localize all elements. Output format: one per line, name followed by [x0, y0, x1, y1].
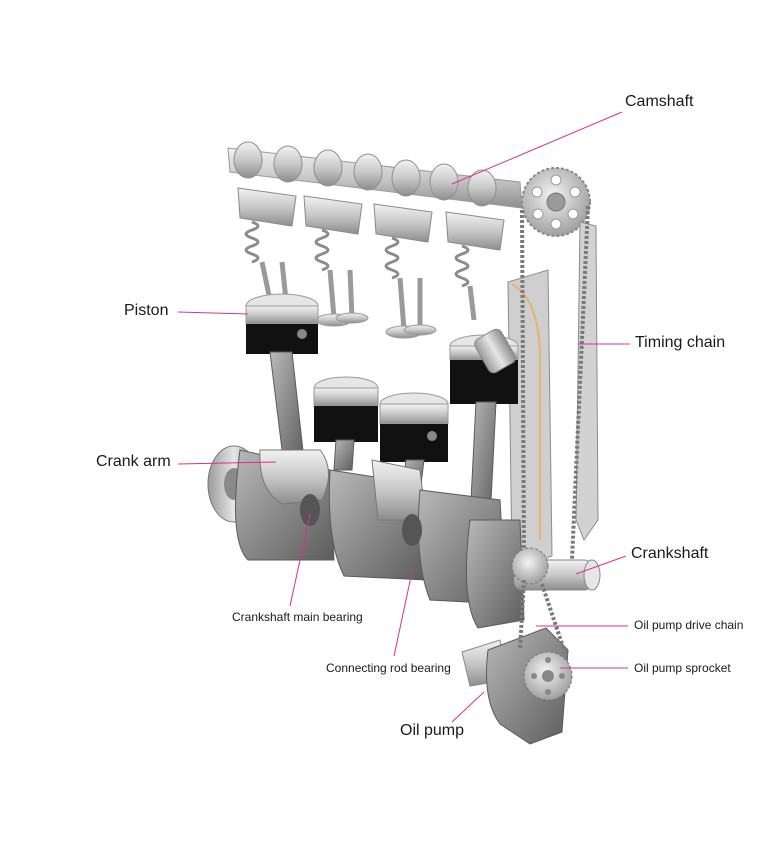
oil-pump-assembly	[461, 579, 573, 745]
label-crankshaft-main-bearing: Crankshaft main bearing	[232, 610, 363, 624]
pistons	[245, 293, 519, 462]
cam-sprocket	[521, 167, 591, 237]
label-oil-pump-sprocket: Oil pump sprocket	[634, 661, 731, 675]
label-oil-pump: Oil pump	[400, 722, 465, 739]
label-crank-arm: Crank arm	[96, 453, 171, 470]
label-oil-pump-drive-chain: Oil pump drive chain	[634, 618, 744, 632]
leader-piston	[177, 311, 249, 315]
leader-crankshaft-main-bearing	[289, 513, 311, 607]
leader-oil-pump	[451, 691, 485, 723]
label-crankshaft: Crankshaft	[631, 545, 709, 562]
label-piston: Piston	[124, 302, 169, 319]
leader-lines	[177, 111, 630, 723]
leader-crank-arm	[177, 461, 277, 465]
label-camshaft: Camshaft	[625, 93, 694, 110]
camshaft-assembly	[227, 141, 523, 339]
leader-camshaft	[451, 111, 623, 185]
leader-connecting-rod-bearing	[393, 571, 413, 657]
label-timing-chain: Timing chain	[635, 334, 726, 351]
connecting-rods	[269, 351, 497, 521]
label-connecting-rod-bearing: Connecting rod bearing	[326, 661, 451, 675]
crankshaft	[207, 445, 601, 629]
leader-crankshaft	[575, 555, 627, 575]
timing-chain-assembly	[507, 205, 599, 567]
